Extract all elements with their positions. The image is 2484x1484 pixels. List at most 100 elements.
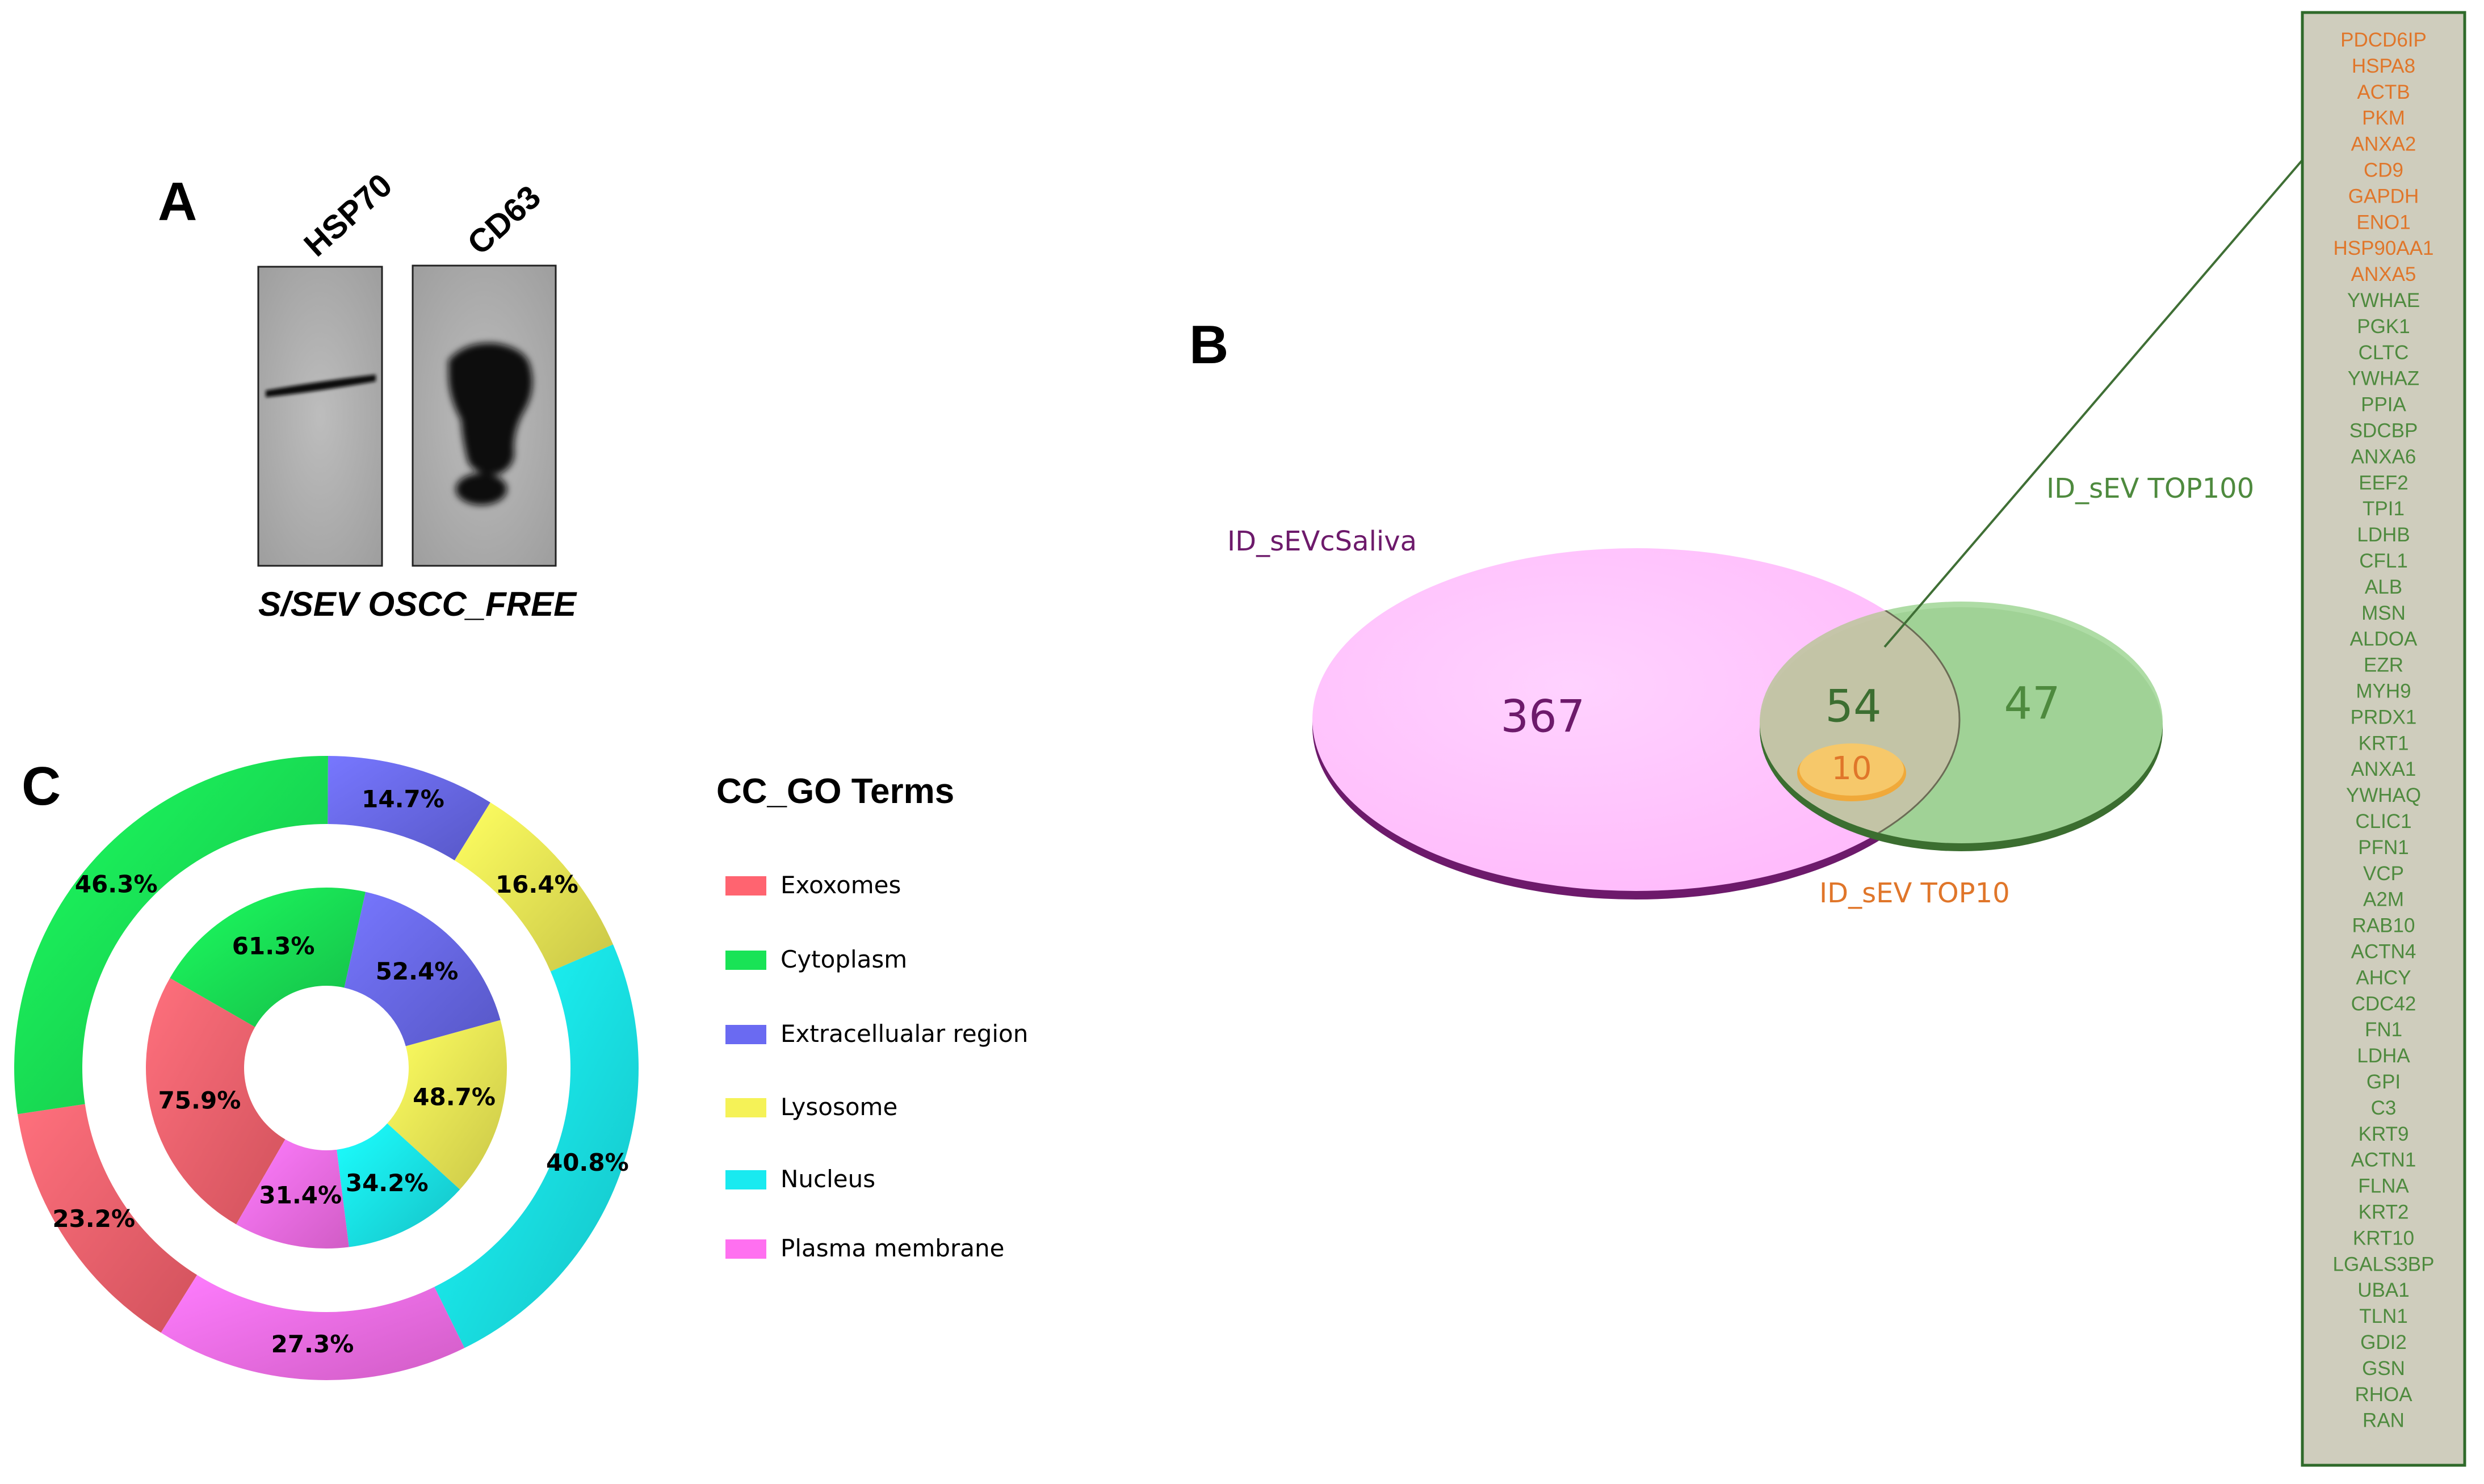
gene-list-item: TLN1: [2359, 1305, 2408, 1327]
gene-list-item: YWHAZ: [2348, 368, 2419, 390]
donut-segment-inner: [337, 1123, 460, 1247]
donut-label-inner: 75.9%: [158, 1087, 241, 1115]
legend-swatch: [725, 1239, 766, 1259]
gene-list-item: LDHA: [2357, 1045, 2410, 1067]
legend-title: CC_GO Terms: [716, 772, 954, 811]
legend-swatch: [725, 1025, 766, 1044]
gene-list-item: ANXA2: [2351, 133, 2416, 155]
donut-label-outer: 16.4%: [496, 871, 578, 898]
donut-label-outer: 46.3%: [75, 871, 158, 898]
panel-a: A HSP70 CD63 S/SEV OSCC_FREE: [158, 166, 577, 623]
gene-list-item: HSP90AA1: [2333, 237, 2433, 259]
gene-list-item: HSPA8: [2352, 55, 2415, 77]
gene-list-item: KRT10: [2353, 1227, 2414, 1249]
gene-list-item: GAPDH: [2348, 185, 2419, 207]
gene-list-item: ENO1: [2356, 211, 2410, 233]
gene-list-item: GPI: [2366, 1071, 2401, 1093]
venn-label-saliva: ID_sEVcSaliva: [1227, 526, 1417, 557]
gene-list-item: PRDX1: [2351, 706, 2417, 728]
donut-label-outer: 14.7%: [362, 785, 444, 813]
blot-cd63: [412, 264, 557, 567]
venn-count-intersection: 54: [1825, 681, 1881, 732]
panel-b: B 367 54 47 10 ID_sEVcSaliva ID_sE: [1189, 11, 2466, 1467]
donut-segment-inner: [344, 892, 501, 1046]
donut-label-inner: 34.2%: [346, 1169, 429, 1197]
gene-list-item: FN1: [2365, 1019, 2402, 1041]
donut-label-inner: 31.4%: [259, 1181, 342, 1209]
gene-list-item: LDHB: [2357, 524, 2410, 546]
gene-list-item: SDCBP: [2349, 420, 2418, 442]
donut-chart: 75.9%61.3%52.4%48.7%34.2%31.4%23.2%46.3%…: [14, 755, 639, 1380]
donut-segment-outer: [454, 802, 614, 972]
venn-label-top100: ID_sEV TOP100: [2046, 473, 2254, 505]
gene-list-item: PPIA: [2361, 394, 2406, 416]
legend-label: Exoxomes: [781, 871, 901, 899]
gene-list-item: ANXA1: [2351, 758, 2416, 780]
gene-list-item: RAN: [2363, 1410, 2405, 1432]
gene-list-item: ACTN4: [2351, 941, 2416, 963]
donut-segment-inner: [170, 888, 366, 1027]
gene-list-item: CLIC1: [2355, 810, 2411, 833]
gene-list-item: KRT1: [2359, 732, 2409, 754]
donut-segment-outer: [328, 756, 490, 861]
panel-c: C 75.9%61.3%52.4%48.7%34.2%31.4%23.2%46.…: [14, 755, 1028, 1380]
gene-list-item: C3: [2371, 1097, 2397, 1119]
panel-c-letter: C: [22, 756, 61, 817]
donut-label-outer: 40.8%: [546, 1149, 629, 1176]
legend-label: Lysosome: [781, 1093, 897, 1121]
blot-hsp70: [257, 266, 383, 567]
venn-count-top10: 10: [1831, 750, 1872, 787]
panel-a-letter: A: [158, 171, 197, 232]
donut-segment-inner: [236, 1139, 349, 1248]
gene-list-item: A2M: [2363, 889, 2404, 911]
gene-list-item: EEF2: [2359, 472, 2409, 494]
venn-count-saliva-only: 367: [1501, 691, 1585, 742]
legend-swatch: [725, 1098, 766, 1117]
gene-list-item: RHOA: [2355, 1384, 2412, 1406]
gene-list-item: UBA1: [2357, 1279, 2409, 1301]
gene-list-item: ACTB: [2357, 81, 2410, 103]
gene-list-item: CLTC: [2359, 342, 2409, 364]
gene-list-item: KRT2: [2359, 1201, 2409, 1224]
gene-list-item: ALDOA: [2350, 628, 2418, 650]
gene-list-item: GDI2: [2360, 1331, 2407, 1353]
gene-list-item: PKM: [2362, 107, 2405, 129]
gene-list-item: MSN: [2361, 602, 2406, 624]
gene-list-item: EZR: [2364, 654, 2403, 676]
lane-label-cd63: CD63: [460, 178, 548, 262]
connector-line: [1883, 159, 2303, 648]
gene-list-item: AHCY: [2356, 966, 2411, 989]
gene-list-item: LGALS3BP: [2333, 1253, 2435, 1275]
donut-segment-outer: [14, 755, 328, 1115]
gene-list-item: KRT9: [2359, 1123, 2409, 1145]
venn-diagram: 367 54 47 10 ID_sEVcSaliva ID_sEV TOP100…: [1227, 473, 2254, 909]
donut-segment-inner: [146, 978, 286, 1225]
gene-list-item: PGK1: [2357, 316, 2410, 338]
gene-list-item: CFL1: [2359, 550, 2408, 572]
gene-list-item: FLNA: [2358, 1175, 2409, 1197]
legend-label: Plasma membrane: [781, 1234, 1004, 1262]
gene-list-item: MYH9: [2356, 680, 2411, 703]
gene-list-item: ANXA5: [2351, 263, 2416, 285]
gene-list-item: TPI1: [2363, 498, 2405, 520]
gene-list-item: VCP: [2363, 863, 2404, 885]
gene-list-item: CD9: [2364, 159, 2403, 182]
gene-list-item: ALB: [2365, 576, 2402, 598]
legend-label: Cytoplasm: [781, 945, 907, 973]
blot-caption: S/SEV OSCC_FREE: [258, 585, 577, 623]
gene-list-item: YWHAQ: [2346, 784, 2421, 806]
donut-label-inner: 52.4%: [376, 957, 459, 985]
gene-list-item: CDC42: [2351, 993, 2416, 1015]
legend-swatch: [725, 951, 766, 970]
donut-segment-outer: [18, 1104, 198, 1333]
legend-swatch: [725, 876, 766, 896]
gene-list-item: ANXA6: [2351, 445, 2416, 468]
legend-label: Nucleus: [781, 1165, 875, 1193]
gene-list-item: ACTN1: [2351, 1149, 2416, 1171]
donut-label-inner: 61.3%: [232, 932, 315, 960]
lane-label-hsp70: HSP70: [297, 166, 399, 263]
panel-b-letter: B: [1189, 314, 1228, 375]
gene-list-item: GSN: [2362, 1357, 2405, 1380]
venn-count-top100-only: 47: [2004, 678, 2060, 729]
